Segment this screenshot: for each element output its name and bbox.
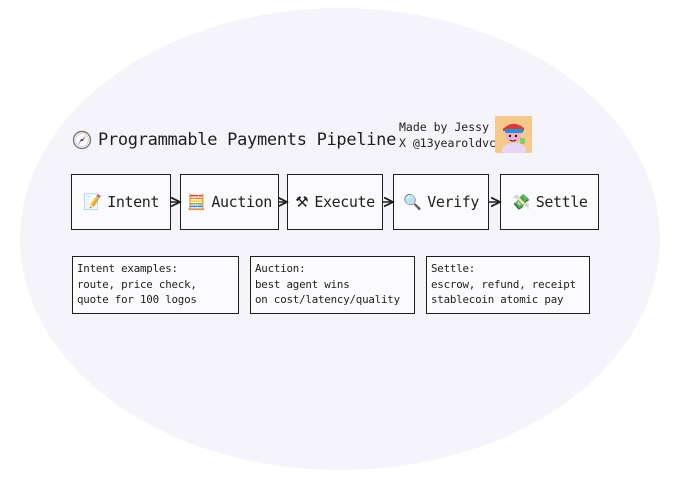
note-line: quote for 100 logos (77, 293, 197, 306)
title-row: Programmable Payments Pipeline (72, 130, 396, 150)
credit-block: Made by Jessy X @13yearoldvc (399, 119, 496, 151)
note-intent: Intent examples: route, price check, quo… (72, 256, 239, 314)
avatar (495, 116, 532, 153)
stage-settle: 💸 Settle (500, 174, 599, 230)
stage-label: Verify (427, 193, 480, 211)
stage-execute: ⚒ Execute (287, 174, 383, 230)
note-line: stablecoin atomic pay (431, 293, 564, 306)
credit-author: Made by Jessy (399, 120, 490, 134)
magnifier-icon: 🔍 (402, 192, 422, 211)
note-line: on cost/latency/quality (255, 293, 400, 306)
credit-handle: X @13yearoldvc (399, 136, 496, 150)
stage-intent: 📝 Intent (71, 174, 171, 230)
note-line: escrow, refund, receipt (431, 277, 576, 291)
abacus-icon: 🧮 (187, 192, 206, 211)
note-line: route, price check, (77, 277, 197, 291)
stage-label: Intent (107, 193, 160, 211)
page-title: Programmable Payments Pipeline (98, 130, 397, 150)
stage-label: Settle (535, 193, 588, 211)
note-auction: Auction: best agent wins on cost/latency… (250, 256, 415, 314)
memo-icon: 📝 (82, 192, 102, 211)
stage-label: Auction (211, 193, 272, 211)
note-settle: Settle: escrow, refund, receipt stableco… (426, 256, 590, 314)
stage-label: Execute (314, 193, 375, 211)
note-line: best agent wins (255, 277, 350, 291)
hammer-pick-icon: ⚒ (295, 192, 309, 211)
note-line: Intent examples: (77, 262, 178, 275)
avatar-illustration (495, 116, 532, 153)
note-line: Auction: (255, 262, 306, 275)
stage-auction: 🧮 Auction (180, 174, 279, 230)
stage-verify: 🔍 Verify (393, 174, 489, 230)
money-wings-icon: 💸 (511, 192, 530, 211)
background-ellipse (20, 8, 660, 470)
note-line: Settle: (431, 262, 476, 275)
compass-icon (72, 130, 92, 150)
